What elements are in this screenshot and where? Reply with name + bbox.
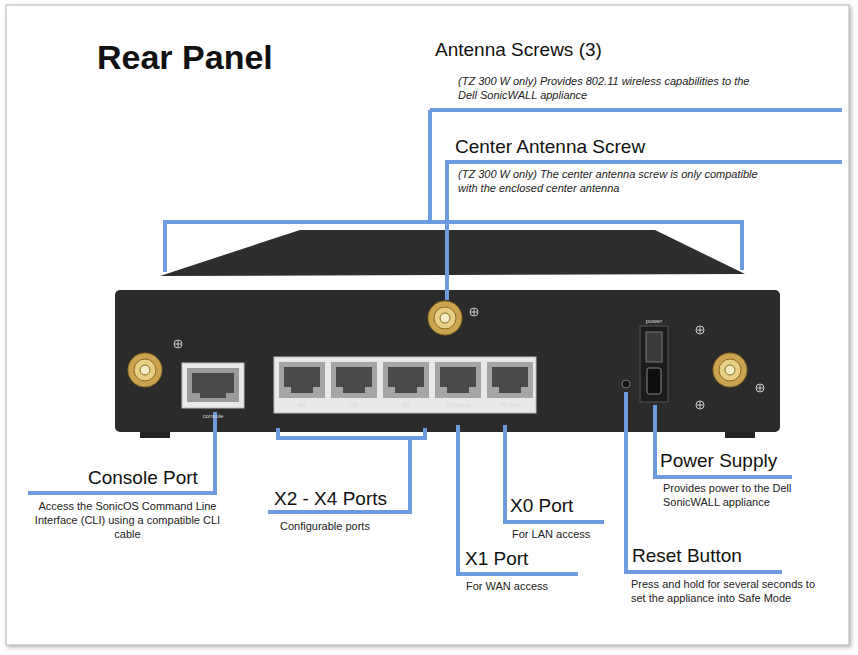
port-label: X0 (lan): [499, 402, 520, 408]
screw: [174, 340, 182, 348]
jack-opening: [492, 367, 528, 393]
screw-cross: [471, 309, 477, 315]
antenna-pin: [140, 365, 150, 375]
jack-opening: [388, 367, 424, 393]
antenna-ring: [719, 359, 741, 381]
foot: [725, 432, 755, 438]
port-label: console: [203, 413, 224, 419]
antenna-connector: [713, 353, 747, 387]
screw: [470, 308, 478, 316]
callout-heading: Antenna Screws (3): [435, 38, 602, 62]
jack: [279, 362, 325, 398]
leader-line: [428, 110, 432, 222]
callout-text: Provides power to the Dell SonicWALL app…: [663, 482, 793, 510]
antenna-screws: [128, 301, 747, 387]
jack-opening: [284, 367, 320, 393]
callout-text: (TZ 300 W only) Provides 802.11 wireless…: [458, 75, 758, 103]
power-switch: [646, 332, 662, 362]
port-label: power: [646, 318, 662, 324]
callout-text: For LAN access: [512, 528, 622, 542]
screw: [756, 384, 764, 392]
screw-cross: [757, 385, 763, 391]
top-bevel: [160, 230, 745, 276]
title: Rear Panel: [97, 36, 273, 79]
screw: [696, 401, 704, 409]
antenna-pin: [725, 365, 735, 375]
antenna-ring: [134, 359, 156, 381]
callout-text: Configurable ports: [280, 520, 410, 534]
port-block: [274, 357, 536, 413]
jack-opening: [440, 367, 476, 393]
console-jack-opening: [192, 373, 234, 398]
bracket: [278, 428, 425, 438]
jack: [331, 362, 377, 398]
screw-cross: [697, 402, 703, 408]
screw: [696, 326, 704, 334]
leader-line: [430, 108, 842, 112]
frame: [6, 5, 849, 645]
leader-line: [447, 162, 842, 300]
port-label: X4: [298, 402, 305, 408]
antenna-pin: [440, 313, 450, 323]
leader-line: [28, 412, 215, 493]
callout-heading: Center Antenna Screw: [455, 135, 645, 159]
leader-line: [165, 222, 742, 272]
port-label: X3: [350, 402, 357, 408]
callout-text: Access the SonicOS Command Line Interfac…: [30, 500, 225, 541]
port-label: X2: [402, 402, 409, 408]
antenna-ring: [434, 307, 456, 329]
callout-text: For WAN access: [466, 580, 576, 594]
port-label: X1 (wan): [446, 402, 470, 408]
leader-line: [505, 425, 604, 522]
console-frame: [182, 363, 244, 408]
foot: [140, 432, 170, 438]
callout-heading: Reset Button: [632, 544, 742, 568]
leader-line: [655, 405, 792, 477]
callout-heading: Power Supply: [660, 449, 777, 473]
power-switch-frame: [640, 326, 668, 402]
jack: [383, 362, 429, 398]
housing: [115, 290, 780, 432]
jack: [435, 362, 481, 398]
callout-heading: X0 Port: [510, 494, 573, 518]
callout-text: (TZ 300 W only) The center antenna screw…: [458, 168, 758, 196]
callout-heading: X1 Port: [465, 547, 528, 571]
chassis-screws: [174, 308, 764, 409]
leader-lines: [28, 110, 842, 574]
jack: [487, 362, 533, 398]
screw-cross: [697, 327, 703, 333]
callout-text: Press and hold for several seconds to se…: [631, 578, 816, 606]
antenna-connector: [428, 301, 462, 335]
power-jack: [647, 368, 661, 394]
reset-button: [622, 380, 630, 388]
jack-opening: [336, 367, 372, 393]
leader-line: [268, 440, 410, 512]
callout-heading: Console Port: [88, 466, 198, 490]
screw-cross: [175, 341, 181, 347]
ethernet-jacks: [279, 362, 533, 398]
leader-line: [458, 425, 578, 574]
console-jack: [187, 368, 239, 402]
callout-heading: X2 - X4 Ports: [274, 487, 387, 511]
antenna-connector: [128, 353, 162, 387]
